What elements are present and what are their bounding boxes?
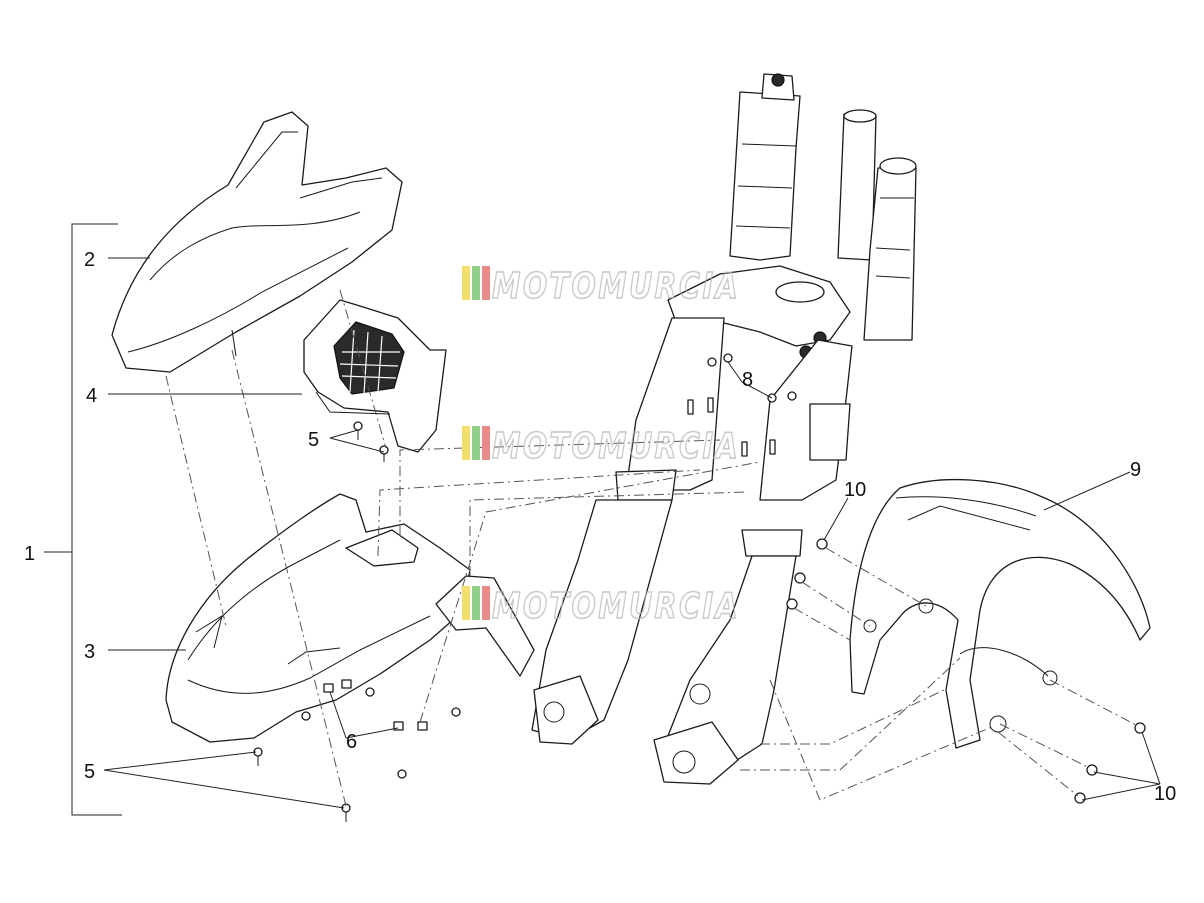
- screws-part-10: [786, 538, 1146, 804]
- callout-2: 2: [84, 249, 95, 271]
- callout-5-lower: 5: [84, 761, 95, 783]
- watermark-middle: MOTOMURCIA: [462, 425, 740, 468]
- nuts-part-6: [323, 679, 428, 731]
- outer-fender-part-9: [849, 478, 1151, 749]
- watermark-bottom: MOTOMURCIA: [462, 585, 740, 628]
- watermark-top: MOTOMURCIA: [462, 265, 740, 308]
- watermark-text: MOTOMURCIA: [492, 426, 740, 467]
- screws-part-5: [253, 421, 461, 822]
- callout-3: 3: [84, 641, 95, 663]
- callout-10-lower: 10: [1154, 783, 1176, 805]
- assembly-lines: [165, 289, 1139, 807]
- front-fork-assembly: [531, 73, 917, 785]
- callout-leaders: [103, 257, 1161, 809]
- callout-8: 8: [742, 369, 753, 391]
- callout-10-upper: 10: [844, 479, 866, 501]
- callout-6: 6: [346, 731, 357, 753]
- callout-labels: 1 2 3 4 5 5 6 8 9 10 10: [24, 249, 1176, 805]
- callout-1: 1: [24, 543, 35, 565]
- watermark-text: MOTOMURCIA: [492, 586, 740, 627]
- callout-9: 9: [1130, 459, 1141, 481]
- callout-4: 4: [86, 385, 97, 407]
- upper-fairing-part-2: [111, 111, 403, 373]
- clips-part-8: [687, 353, 797, 457]
- watermark-text: MOTOMURCIA: [492, 266, 740, 307]
- air-duct-part-4: [303, 299, 447, 453]
- callout-5-upper: 5: [308, 429, 319, 451]
- assembly-bracket: [44, 223, 122, 816]
- front-mudguard-part-3: [165, 493, 535, 743]
